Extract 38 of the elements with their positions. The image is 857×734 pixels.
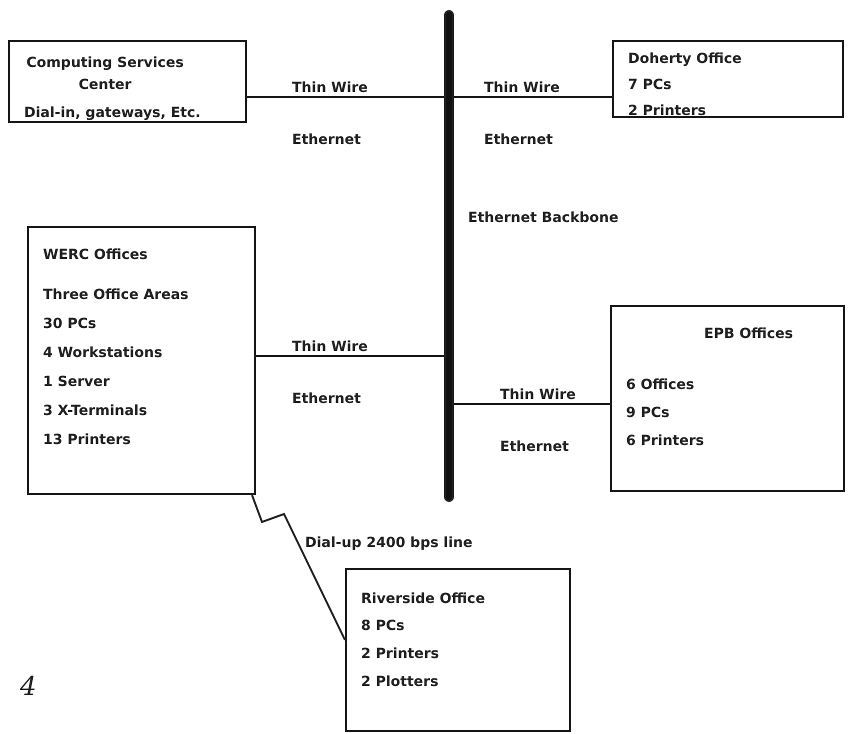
cable-line (454, 96, 612, 98)
edge-label: Thin Wire Ethernet (500, 386, 577, 457)
office-detail: 6 Offices (626, 376, 694, 394)
edge-label: Thin Wire Ethernet (292, 338, 369, 409)
cable-line (247, 96, 444, 98)
office-title: EPB Offices (704, 325, 794, 343)
cable-line (454, 403, 610, 405)
office-detail: 9 PCs (626, 404, 670, 422)
office-detail: 3 X-Terminals (43, 402, 148, 420)
office-box (612, 40, 844, 118)
dial-up-line (251, 494, 346, 640)
office-detail: 2 Printers (361, 645, 439, 663)
backbone-label: Ethernet Backbone (468, 210, 618, 226)
office-detail: 4 Workstations (43, 344, 162, 362)
office-title: Computing Services Center (25, 54, 185, 95)
office-detail: 7 PCs (628, 76, 672, 94)
office-detail: Three Office Areas (43, 286, 188, 304)
page-number: 4 (20, 672, 37, 702)
office-box (610, 305, 845, 492)
office-detail: 30 PCs (43, 315, 96, 333)
edge-label: Thin Wire Ethernet (292, 79, 369, 150)
office-detail: 1 Server (43, 373, 110, 391)
office-detail: 8 PCs (361, 617, 404, 635)
office-box (27, 226, 256, 495)
edge-label: Dial-up 2400 bps line (305, 535, 472, 551)
office-detail: 2 Plotters (361, 673, 438, 691)
office-title: Doherty Office (628, 50, 742, 68)
cable-line (256, 355, 444, 357)
office-title: WERC Offices (43, 246, 148, 264)
office-detail: Dial-in, gateways, Etc. (24, 104, 201, 122)
office-detail: 6 Printers (626, 432, 704, 450)
office-detail: 13 Printers (43, 431, 131, 449)
backbone-bar (444, 10, 454, 502)
office-box (8, 40, 247, 123)
edge-label: Thin Wire Ethernet (484, 79, 561, 150)
office-box (345, 568, 571, 732)
office-detail: 2 Printers (628, 102, 706, 120)
office-title: Riverside Office (361, 590, 485, 608)
